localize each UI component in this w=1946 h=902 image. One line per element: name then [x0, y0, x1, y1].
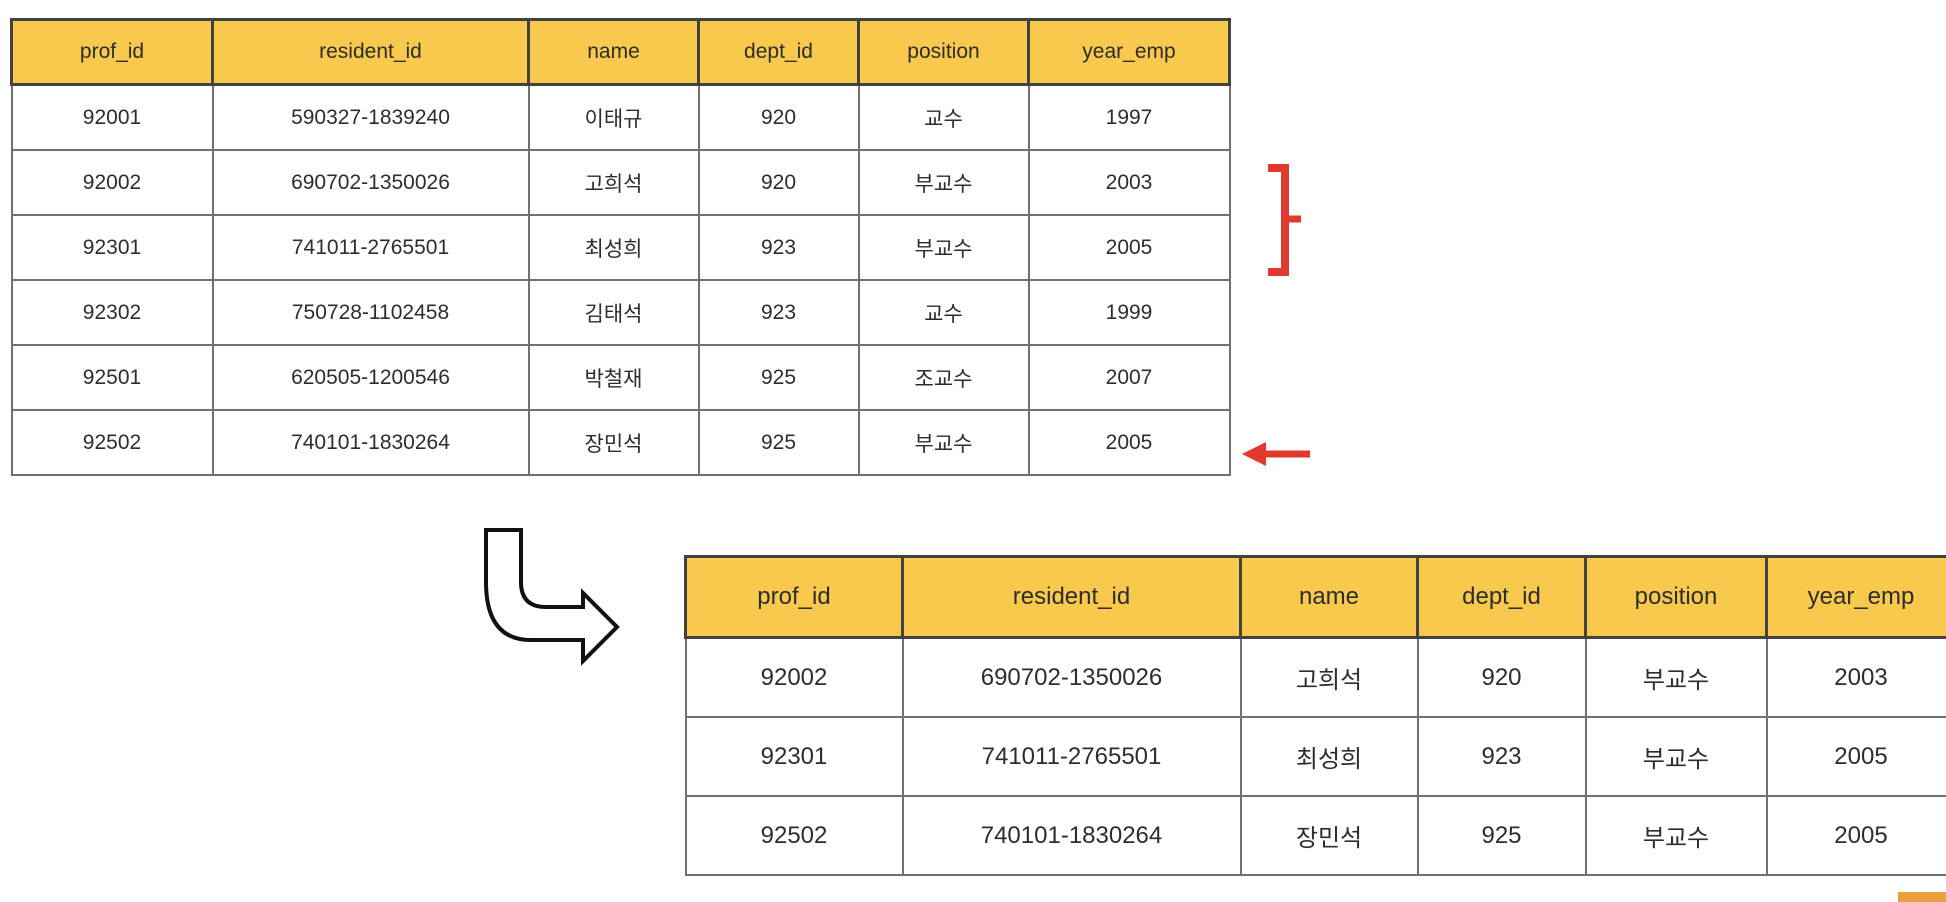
column-header: name [527, 18, 700, 86]
table-cell: 2005 [1027, 409, 1231, 476]
table-cell: 교수 [857, 279, 1030, 346]
table-cell: 1999 [1027, 279, 1231, 346]
table-cell: 부교수 [857, 149, 1030, 216]
table-cell: 2005 [1765, 716, 1946, 797]
column-header: prof_id [684, 555, 904, 639]
table-cell: 925 [697, 344, 860, 411]
column-header: name [1239, 555, 1419, 639]
table-cell: 최성희 [527, 214, 700, 281]
table-cell: 925 [1416, 795, 1587, 876]
elbow-down-right-arrow-icon [484, 528, 620, 666]
table-cell: 741011-2765501 [901, 716, 1242, 797]
column-header: resident_id [901, 555, 1242, 639]
table-cell: 고희석 [527, 149, 700, 216]
column-header: year_emp [1765, 555, 1946, 639]
table-cell: 920 [1416, 636, 1587, 718]
table-cell: 750728-1102458 [211, 279, 530, 346]
column-header: dept_id [697, 18, 860, 86]
table-cell: 부교수 [857, 214, 1030, 281]
table-cell: 조교수 [857, 344, 1030, 411]
table-cell: 92002 [10, 149, 214, 216]
table-cell: 741011-2765501 [211, 214, 530, 281]
table-cell: 92301 [10, 214, 214, 281]
table-cell: 부교수 [1584, 716, 1768, 797]
table-cell: 740101-1830264 [901, 795, 1242, 876]
table-cell: 923 [697, 279, 860, 346]
table-cell: 장민석 [1239, 795, 1419, 876]
table-cell: 최성희 [1239, 716, 1419, 797]
table-cell: 부교수 [1584, 636, 1768, 718]
table-cell: 2005 [1765, 795, 1946, 876]
table-cell: 590327-1839240 [211, 83, 530, 151]
table-cell: 690702-1350026 [901, 636, 1242, 718]
table-cell: 교수 [857, 83, 1030, 151]
table-cell: 920 [697, 83, 860, 151]
table-cell: 부교수 [857, 409, 1030, 476]
column-header: year_emp [1027, 18, 1231, 86]
table-cell: 923 [1416, 716, 1587, 797]
table-cell: 920 [697, 149, 860, 216]
table-cell: 부교수 [1584, 795, 1768, 876]
table-cell: 740101-1830264 [211, 409, 530, 476]
table-cell: 925 [697, 409, 860, 476]
table-cell: 620505-1200546 [211, 344, 530, 411]
table-cell: 고희석 [1239, 636, 1419, 718]
table-cell: 92302 [10, 279, 214, 346]
table-cell: 김태석 [527, 279, 700, 346]
table-cell: 92002 [684, 636, 904, 718]
table-cell: 이태규 [527, 83, 700, 151]
red-left-arrow-icon [1242, 442, 1310, 466]
table-cell: 92502 [684, 795, 904, 876]
table-cell: 92001 [10, 83, 214, 151]
column-header: prof_id [10, 18, 214, 86]
table-cell: 1997 [1027, 83, 1231, 151]
table-cell: 92501 [10, 344, 214, 411]
red-brace-bracket-icon [1268, 164, 1301, 276]
column-header: position [1584, 555, 1768, 639]
table-cell: 923 [697, 214, 860, 281]
column-header: dept_id [1416, 555, 1587, 639]
table-cell: 2007 [1027, 344, 1231, 411]
column-header: position [857, 18, 1030, 86]
table-cell: 장민석 [527, 409, 700, 476]
table-cell: 92502 [10, 409, 214, 476]
table-cell: 92301 [684, 716, 904, 797]
orange-corner-bar [1898, 892, 1946, 902]
column-header: resident_id [211, 18, 530, 86]
table-cell: 박철재 [527, 344, 700, 411]
table-cell: 2003 [1027, 149, 1231, 216]
table-cell: 2003 [1765, 636, 1946, 718]
table-cell: 2005 [1027, 214, 1231, 281]
table-cell: 690702-1350026 [211, 149, 530, 216]
